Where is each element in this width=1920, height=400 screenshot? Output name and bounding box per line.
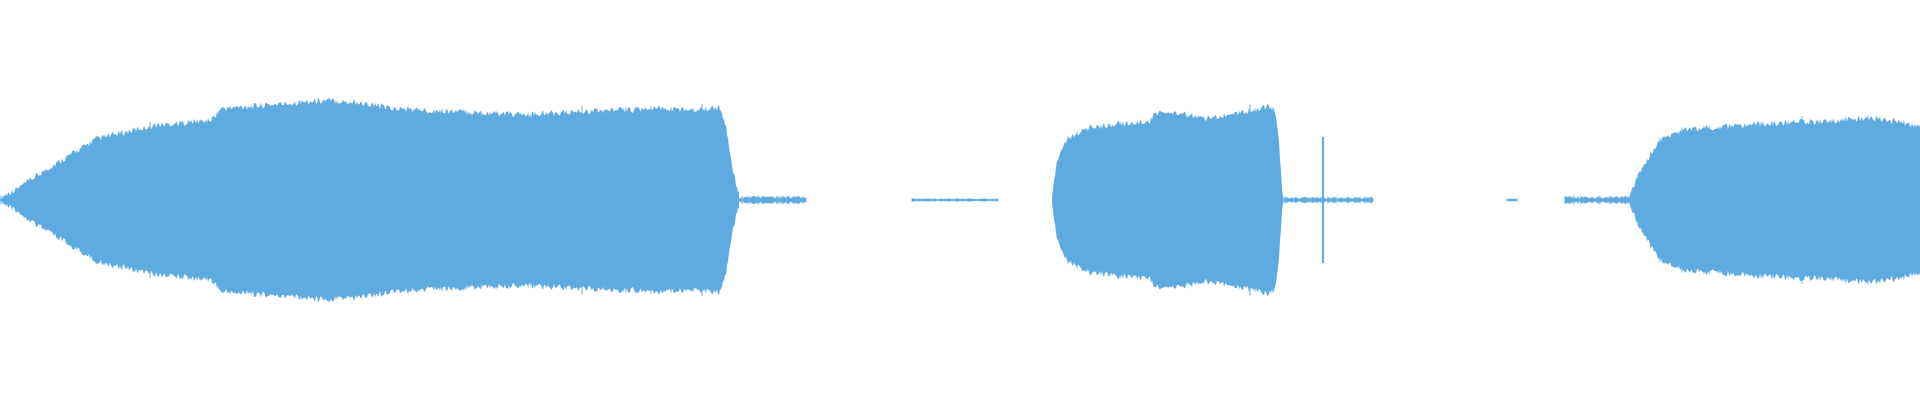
waveform-segment-1 [0, 98, 739, 302]
waveform-noise-2 [911, 198, 999, 202]
waveform-fill [0, 98, 739, 302]
waveform-noise-1 [738, 195, 807, 205]
waveform-segment-2 [1052, 104, 1283, 296]
waveform-fill [1628, 116, 1920, 284]
waveform-segment-3 [1628, 116, 1920, 284]
waveform-noise-5 [1564, 195, 1629, 205]
waveform-fill [1052, 104, 1283, 296]
waveform-noise-4 [1506, 198, 1518, 202]
waveform-noise-3 [1282, 196, 1374, 204]
